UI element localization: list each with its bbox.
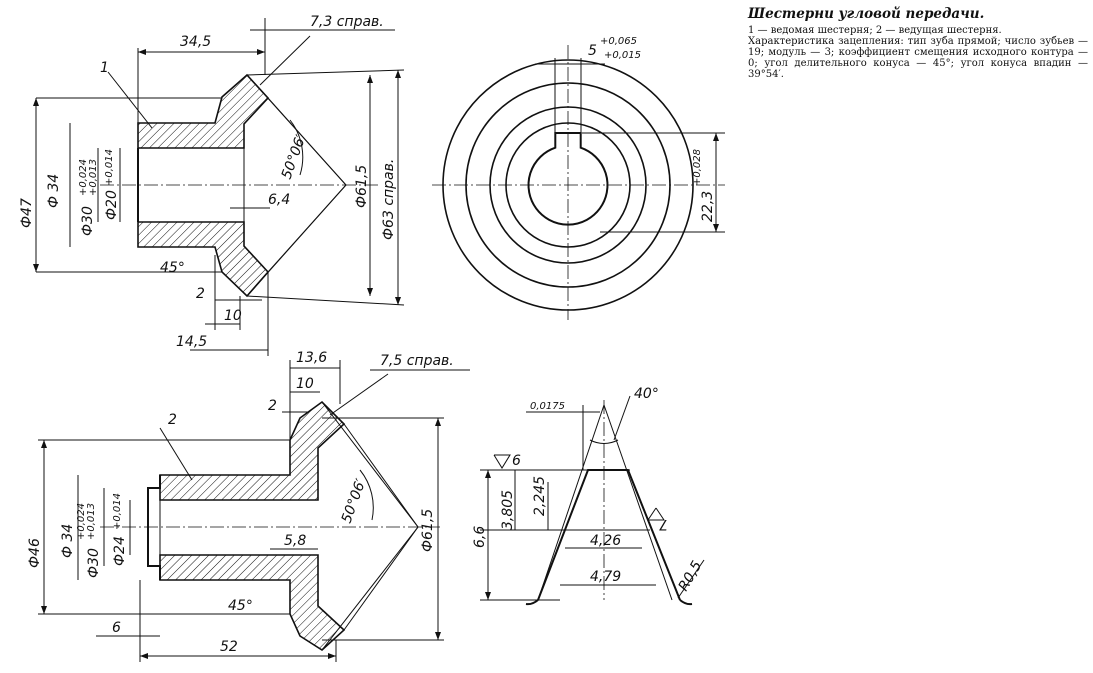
dim-d34-gear2: Ф 34 (60, 524, 76, 558)
dim-d24-tol: +0,014 (112, 493, 123, 530)
dim-d34: Ф 34 (46, 174, 62, 208)
end-view-outer-circle (442, 59, 694, 311)
roughness-6: 6 (512, 453, 521, 469)
dim-d46: Ф46 (27, 538, 43, 568)
end-view-circle-2 (465, 82, 671, 288)
gear-1-part-label: 1 (100, 60, 109, 76)
dim-4-26: 4,26 (590, 533, 621, 549)
gear-2-left-end (147, 475, 161, 580)
gear-1-upper-section (137, 73, 270, 149)
gear-1-pitch-cone (246, 74, 347, 297)
dim-6: 6 (112, 620, 121, 636)
dim-d20: Ф20 (104, 190, 120, 220)
dim-d61-5-gear2: Ф61,5 (420, 509, 436, 552)
dim-2: 2 (196, 286, 205, 302)
dim-3-805: 3,805 (500, 490, 516, 530)
dim-chamfer-45: 45° (160, 260, 185, 276)
gear-1-root-cone (267, 97, 347, 273)
gear-2-lower-section (159, 554, 346, 652)
dim-d63-ref: Ф63 справ. (381, 159, 397, 240)
tooth-left-flank-line (537, 404, 605, 601)
dim-angle-gear2: 50°06′ (339, 476, 370, 525)
figure-caption: Шестерни угловой передачи. 1 — ведомая ш… (748, 6, 1088, 80)
end-view-keyway-bore (527, 132, 609, 226)
dim-10-gear2: 10 (296, 376, 314, 392)
dim-keyway-22-3: 22,3 (700, 191, 716, 222)
gear-1-lower-section (137, 221, 270, 298)
dim-chamfer-45-gear2: 45° (228, 598, 253, 614)
dim-d30: Ф30 (80, 206, 96, 236)
dim-keyway-5: 5 (588, 43, 597, 59)
dim-6-6: 6,6 (472, 526, 488, 548)
dim-10: 10 (224, 308, 242, 324)
dim-d30-gear2-tol-bot: +0,013 (86, 503, 97, 540)
gear-2-upper-section (159, 400, 346, 501)
dim-d20-tol: +0,014 (104, 149, 115, 186)
dim-angle-50-06: 50°06′ (279, 132, 310, 181)
dim-7-3-ref: 7,3 справ. (310, 14, 384, 30)
dim-keyway-tol-top: +0,065 (600, 36, 637, 47)
end-view-circle-3 (489, 106, 647, 264)
dim-6-4: 6,4 (268, 192, 290, 208)
caption-title: Шестерни угловой передачи. (748, 6, 985, 22)
roughness-7: 7 (659, 516, 668, 532)
dim-d30-gear2-tol-top: +0,024 (76, 503, 87, 540)
end-view-circle-4 (505, 122, 631, 248)
caption-legend: 1 — ведомая шестерня; 2 — ведущая шестер… (748, 25, 1002, 36)
dim-2-245: 2,245 (532, 476, 548, 516)
caption-characteristics: Характеристика зацепления: тип зуба прям… (748, 36, 1088, 80)
dim-d61-5: Ф61,5 (354, 165, 370, 208)
dim-5-8: 5,8 (284, 533, 306, 549)
dim-0-0175: 0,0175 (530, 401, 565, 412)
dim-7-5-ref: 7,5 справ. (380, 353, 454, 369)
gear-1-end-view (432, 45, 725, 320)
dim-d30-gear2: Ф30 (86, 548, 102, 578)
gear-2-section-view (38, 360, 470, 662)
gear-2-part-label: 2 (168, 412, 177, 428)
tooth-profile-detail (480, 395, 705, 606)
dim-52: 52 (220, 639, 238, 655)
dim-angle-40: 40° (634, 386, 659, 402)
dim-4-79: 4,79 (590, 569, 621, 585)
dim-13-6: 13,6 (296, 350, 327, 366)
dim-34-5: 34,5 (180, 34, 211, 50)
dim-d24: Ф24 (112, 536, 128, 566)
dim-d30-tol-top: +0,024 (78, 159, 89, 196)
dim-2-gear2: 2 (268, 398, 277, 414)
dim-14-5: 14,5 (176, 334, 207, 350)
dim-d47: Ф47 (19, 198, 35, 228)
dim-keyway-22-3-tol: +0,028 (692, 149, 703, 186)
dim-d30-tol-bot: +0,013 (88, 159, 99, 196)
gear-1-section-view (33, 18, 405, 356)
dim-keyway-tol-bot: +0,015 (604, 50, 641, 61)
